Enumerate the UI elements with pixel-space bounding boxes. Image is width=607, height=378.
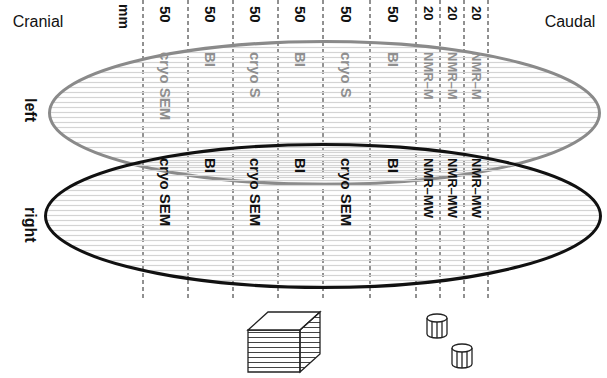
section-method: cryo SEM xyxy=(248,158,263,226)
side-label: right xyxy=(22,207,38,243)
section-method: BI xyxy=(203,158,218,173)
section-thickness: 50 xyxy=(386,6,401,23)
section-method: cryo SEM xyxy=(339,158,354,226)
side-label: left xyxy=(22,98,38,122)
section-method: NMR–M xyxy=(446,52,459,100)
section-method: cryo SEM xyxy=(158,158,173,226)
section-thickness: 20 xyxy=(422,6,435,20)
ellipse-outline xyxy=(44,143,602,289)
tissue-block xyxy=(248,312,320,372)
section-method: NMR–M xyxy=(422,52,435,100)
section-method: cryo SEM xyxy=(158,52,173,120)
section-method: cryo S xyxy=(339,52,354,98)
section-method: BI xyxy=(203,52,218,67)
section-method: BI xyxy=(386,158,401,173)
section-thickness: 50 xyxy=(339,6,354,23)
section-method: cryo S xyxy=(248,52,263,98)
unit-label: mm xyxy=(117,4,131,29)
section-method: NMR–MW xyxy=(470,158,483,218)
section-thickness: 50 xyxy=(203,6,218,23)
section-method: BI xyxy=(386,52,401,67)
direction-label: Caudal xyxy=(545,14,596,30)
direction-label: Cranial xyxy=(13,14,64,30)
section-method: BI xyxy=(293,158,308,173)
ellipse-region: rightcryo SEMBIcryo SEMBIcryo SEMBINMR–M… xyxy=(44,143,602,289)
section-thickness: 50 xyxy=(293,6,308,23)
section-thickness: 20 xyxy=(446,6,459,20)
section-thickness: 50 xyxy=(248,6,263,23)
section-thickness: 20 xyxy=(470,6,483,20)
section-method: NMR–MW xyxy=(446,158,459,218)
section-thickness: 50 xyxy=(158,6,173,23)
section-method: NMR–MW xyxy=(422,158,435,218)
section-method: NMR–M xyxy=(470,52,483,100)
section-method: BI xyxy=(293,52,308,67)
nmr-cylinders xyxy=(427,314,472,368)
